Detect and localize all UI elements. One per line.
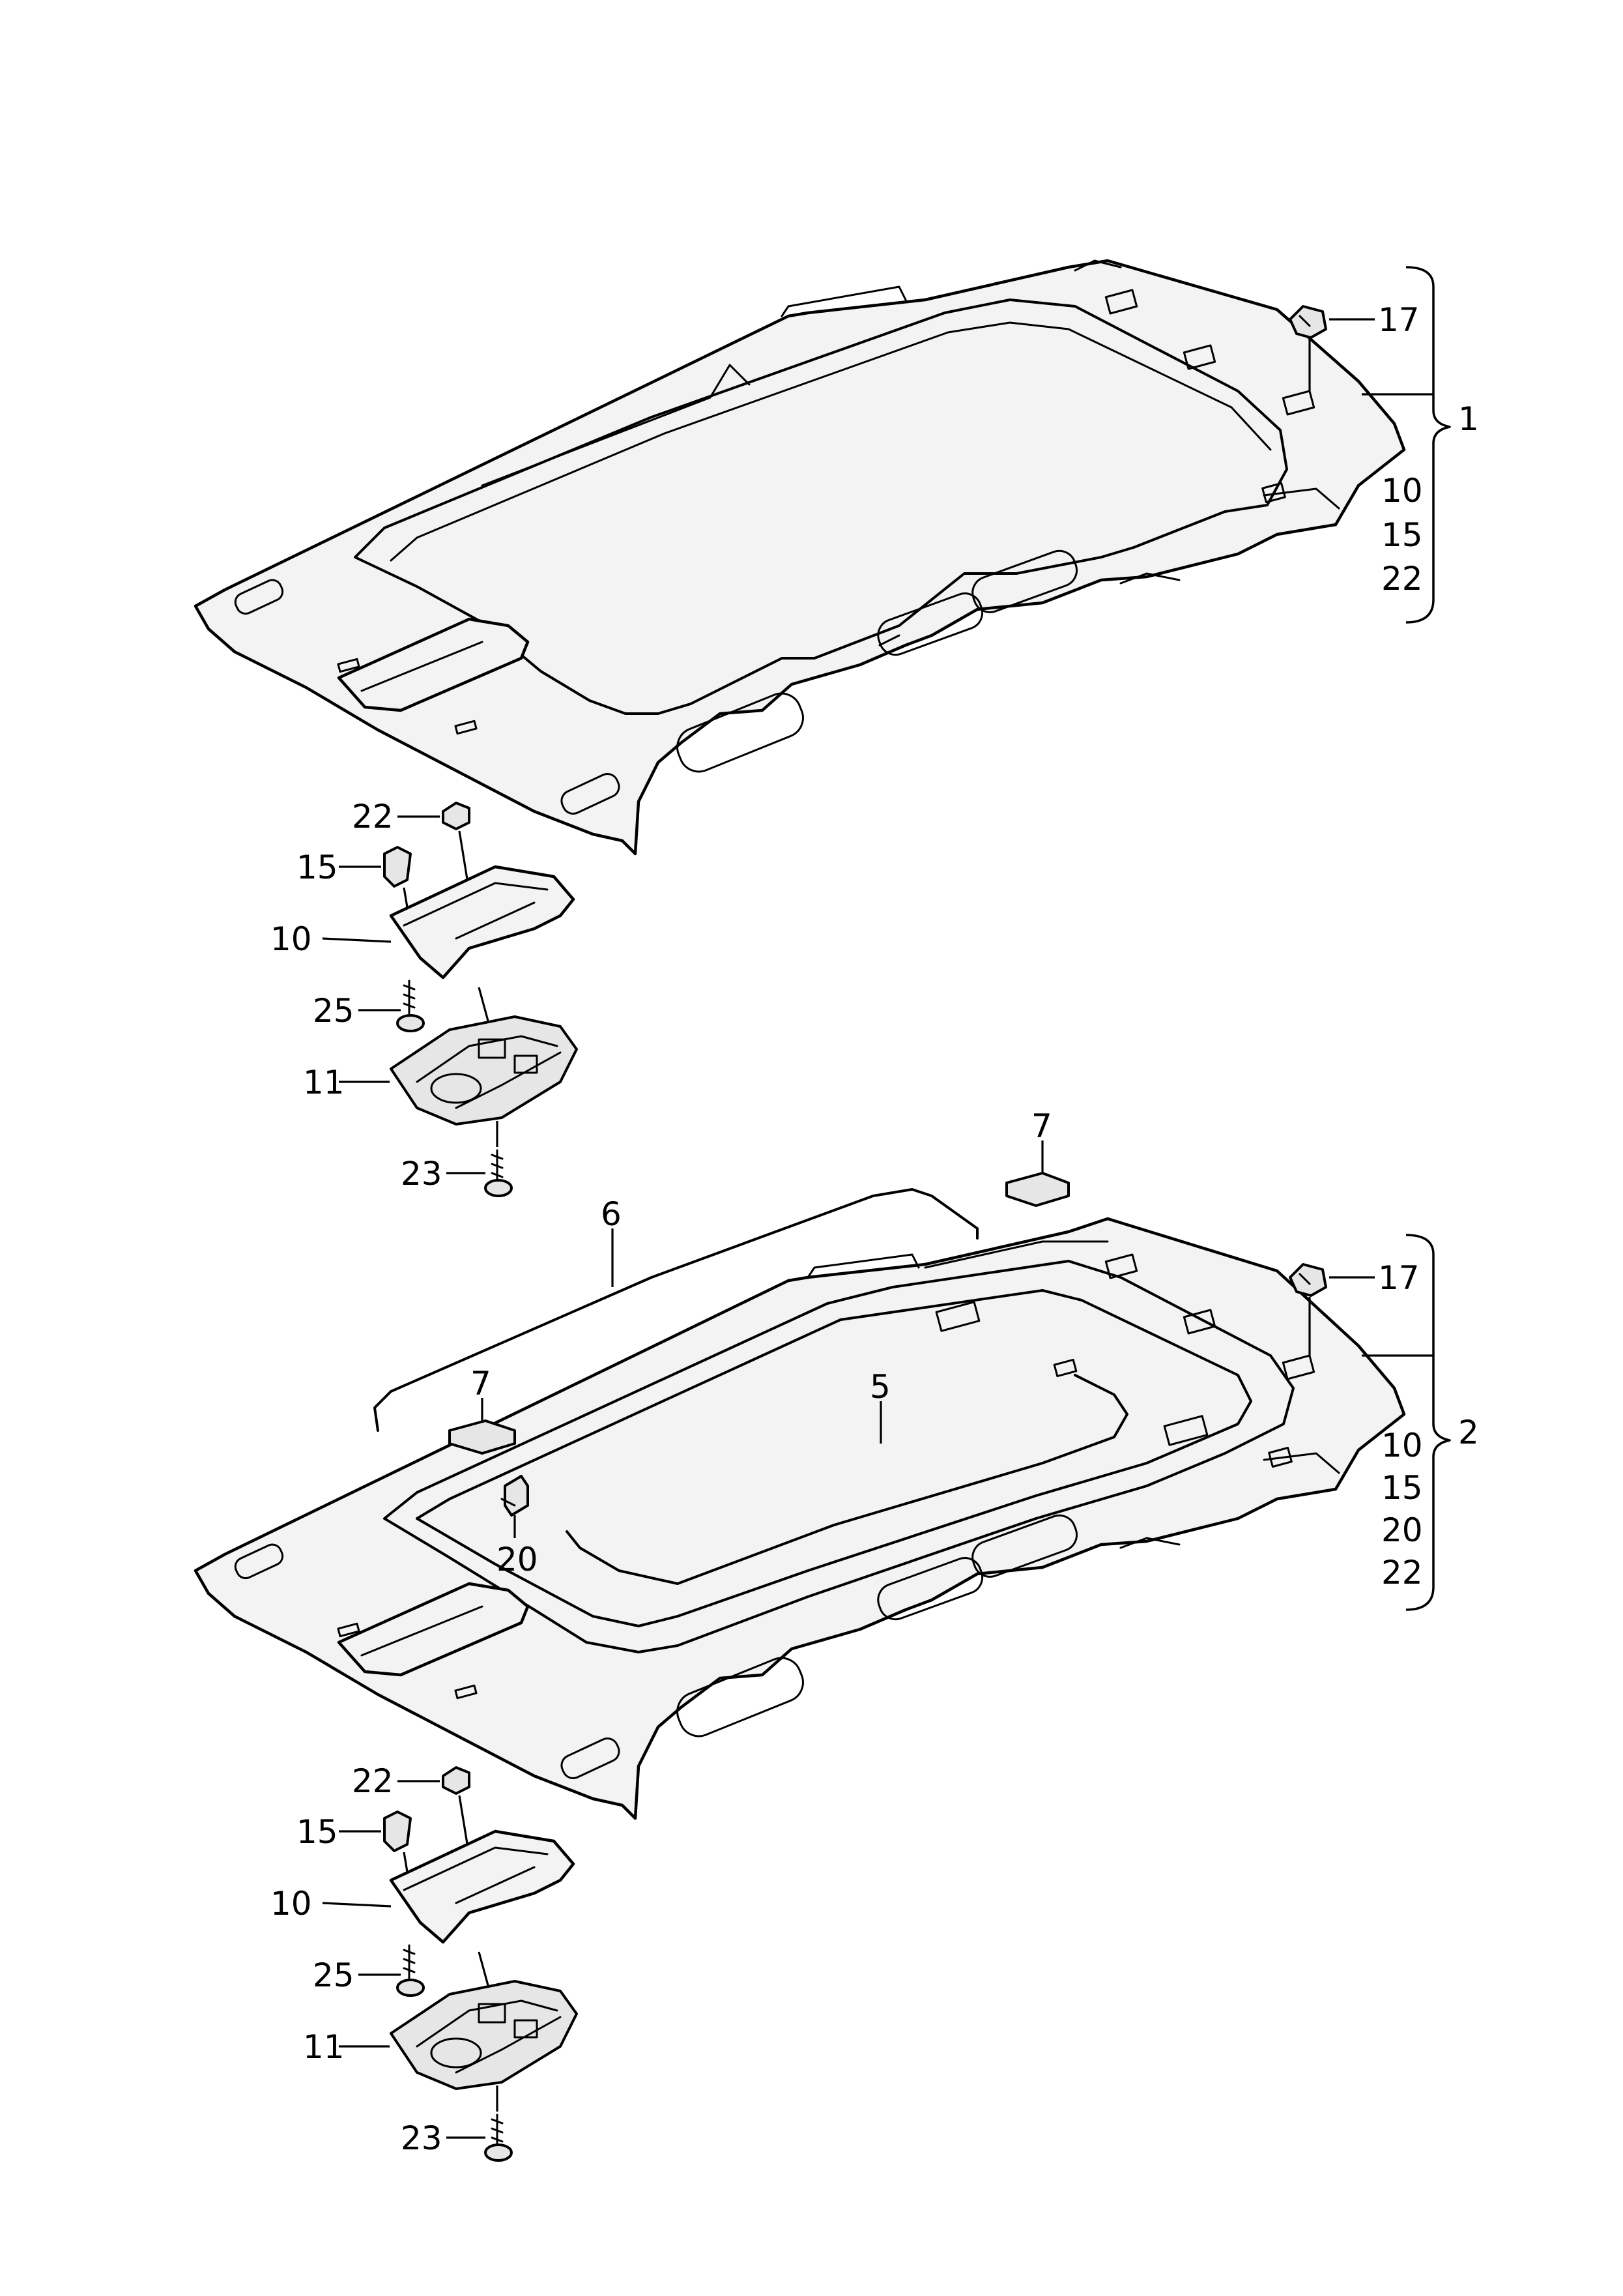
group-1-item-10: 10 (1381, 472, 1423, 510)
callout-11-c1: 11 (303, 1064, 345, 1101)
callout-6: 6 (601, 1195, 622, 1233)
callout-2: 2 (1458, 1414, 1479, 1451)
group-2-item-15: 15 (1381, 1469, 1423, 1507)
bracket-20: 20 (496, 1475, 538, 1578)
callout-25-c1: 25 (313, 992, 354, 1030)
pad-7-top: 7 (1005, 1107, 1070, 1207)
console-1: 22 15 10 25 11 23 (270, 798, 578, 1197)
callout-22-c1: 22 (352, 798, 394, 836)
callout-23-c1: 23 (401, 1155, 442, 1193)
callout-20-bracket: 20 (496, 1541, 538, 1578)
callout-23-c2: 23 (401, 2119, 442, 2157)
callout-7-top: 7 (1031, 1107, 1052, 1145)
callout-15-c2: 15 (296, 1813, 338, 1851)
seal-6 (373, 1188, 979, 1432)
group-2-item-20: 20 (1381, 1511, 1423, 1549)
callout-10-c1: 10 (270, 920, 312, 958)
callout-5: 5 (870, 1368, 891, 1406)
callout-17-lower: 17 (1378, 1259, 1420, 1297)
callout-10-c2: 10 (270, 1885, 312, 1923)
headliner-1 (194, 259, 1406, 856)
callout-7-left: 7 (470, 1365, 491, 1402)
callout-1: 1 (1458, 400, 1479, 438)
console-2: 22 15 10 25 11 23 (270, 1762, 578, 2162)
clip-17-upper (1289, 305, 1327, 339)
group-1-item-15: 15 (1381, 516, 1423, 554)
pad-7-left: 7 (448, 1365, 516, 1455)
callout-11-c2: 11 (303, 2028, 345, 2066)
group-1-item-22: 22 (1381, 560, 1423, 598)
clip-17-lower (1289, 1263, 1327, 1297)
group-2-item-10: 10 (1381, 1427, 1423, 1464)
callout-15-c1: 15 (296, 849, 338, 886)
callout-17-upper: 17 (1378, 301, 1420, 339)
frame-5 (566, 1374, 1128, 1585)
callout-25-c2: 25 (313, 1956, 354, 1994)
group-2-item-22: 22 (1381, 1554, 1423, 1591)
headliner-2 (194, 1217, 1406, 1820)
callout-22-c2: 22 (352, 1762, 394, 1800)
